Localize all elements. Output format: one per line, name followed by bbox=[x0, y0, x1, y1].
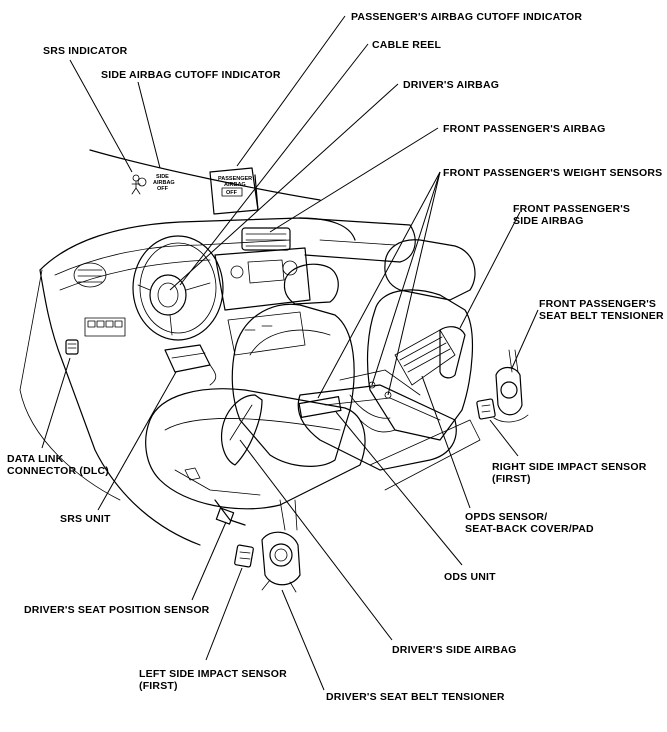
label-opds-sensor-1: OPDS SENSOR/ bbox=[465, 511, 547, 523]
label-srs-indicator: SRS INDICATOR bbox=[43, 45, 128, 57]
driver-seat bbox=[145, 263, 366, 510]
driver-seat-rails bbox=[214, 499, 298, 531]
svg-text:OFF: OFF bbox=[226, 190, 238, 196]
svg-text:OFF: OFF bbox=[157, 186, 169, 192]
label-cable-reel: CABLE REEL bbox=[372, 39, 441, 51]
front-passenger-seat-belt-tensioner-component bbox=[495, 349, 523, 416]
label-data-link-connector-1: DATA LINK bbox=[7, 453, 64, 465]
label-side-airbag-cutoff-indicator: SIDE AIRBAG CUTOFF INDICATOR bbox=[101, 69, 281, 81]
side-airbag-off-marking: SIDE AIRBAG OFF bbox=[153, 174, 175, 192]
label-left-side-impact-sensor-2: (FIRST) bbox=[139, 680, 178, 692]
label-drivers-side-airbag: DRIVER'S SIDE AIRBAG bbox=[392, 644, 517, 656]
srs-unit-component bbox=[164, 344, 217, 386]
front-passenger-seat bbox=[297, 239, 476, 471]
label-front-passengers-airbag: FRONT PASSENGER'S AIRBAG bbox=[443, 123, 605, 135]
left-vent bbox=[73, 262, 107, 288]
label-right-side-impact-sensor-2: (FIRST) bbox=[492, 473, 531, 485]
vehicle-interior-illustration: PASSENGER AIRBAG OFF SIDE AIRBAG OFF bbox=[19, 149, 529, 593]
label-drivers-airbag: DRIVER'S AIRBAG bbox=[403, 79, 499, 91]
svg-text:SIDE: SIDE bbox=[156, 174, 169, 180]
steering-wheel bbox=[132, 235, 224, 341]
label-data-link-connector-2: CONNECTOR (DLC) bbox=[7, 465, 109, 477]
label-front-passengers-weight-sensors: FRONT PASSENGER'S WEIGHT SENSORS bbox=[443, 167, 662, 179]
srs-indicator-icon bbox=[131, 174, 147, 195]
switch-panel bbox=[84, 317, 126, 337]
dlc-component bbox=[65, 339, 79, 355]
leader-lines bbox=[41, 15, 539, 691]
label-drivers-seat-belt-tensioner: DRIVER'S SEAT BELT TENSIONER bbox=[326, 691, 505, 703]
left-side-impact-sensor-component bbox=[234, 544, 254, 568]
label-front-passengers-side-airbag-2: SIDE AIRBAG bbox=[513, 215, 584, 227]
drivers-seat-belt-tensioner-component bbox=[261, 531, 301, 593]
label-right-side-impact-sensor-1: RIGHT SIDE IMPACT SENSOR bbox=[492, 461, 647, 473]
callout-labels: PASSENGER'S AIRBAG CUTOFF INDICATOR SRS … bbox=[7, 11, 664, 703]
label-ods-unit: ODS UNIT bbox=[444, 571, 496, 583]
passenger-airbag-cutoff-indicator-panel: PASSENGER AIRBAG OFF bbox=[209, 167, 259, 215]
label-left-side-impact-sensor-1: LEFT SIDE IMPACT SENSOR bbox=[139, 668, 287, 680]
label-drivers-seat-position-sensor: DRIVER'S SEAT POSITION SENSOR bbox=[24, 604, 210, 616]
svg-text:PASSENGER: PASSENGER bbox=[218, 176, 252, 182]
label-front-passengers-seat-belt-tensioner-2: SEAT BELT TENSIONER bbox=[539, 310, 664, 322]
front-passenger-airbag-module bbox=[241, 227, 291, 251]
center-console bbox=[214, 247, 311, 356]
svg-text:AIRBAG: AIRBAG bbox=[153, 180, 175, 186]
label-front-passengers-side-airbag-1: FRONT PASSENGER'S bbox=[513, 203, 630, 215]
right-side-impact-sensor-component bbox=[476, 398, 529, 423]
label-front-passengers-seat-belt-tensioner-1: FRONT PASSENGER'S bbox=[539, 298, 656, 310]
label-passengers-airbag-cutoff-indicator: PASSENGER'S AIRBAG CUTOFF INDICATOR bbox=[351, 11, 582, 23]
svg-text:AIRBAG: AIRBAG bbox=[224, 182, 246, 188]
label-srs-unit: SRS UNIT bbox=[60, 513, 111, 525]
label-opds-sensor-2: SEAT-BACK COVER/PAD bbox=[465, 523, 594, 535]
